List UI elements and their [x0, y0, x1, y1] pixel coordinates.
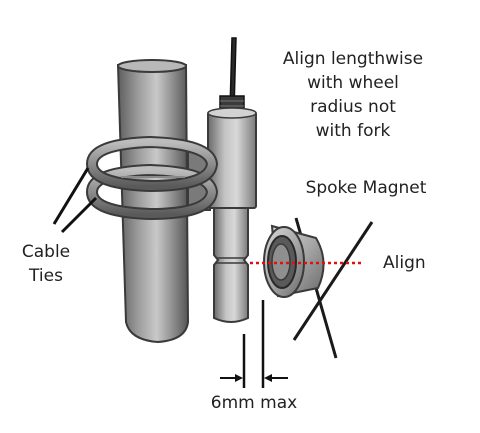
- align-note-line-4: with fork: [316, 121, 391, 141]
- cable-ties-label-line-1: Cable: [22, 242, 70, 262]
- cable-ties-pointers: [52, 167, 98, 234]
- gap-dimension: [220, 300, 288, 388]
- align-label: Align: [383, 253, 426, 273]
- fork-tube: [116, 59, 190, 344]
- align-note-line-1: Align lengthwise: [283, 49, 423, 69]
- spoke-magnet: [263, 224, 325, 298]
- spoke-line-2: [292, 221, 374, 341]
- align-note-line-3: radius not: [310, 97, 396, 117]
- gap-label: 6mm max: [211, 393, 297, 413]
- spoke-magnet-label: Spoke Magnet: [306, 178, 427, 198]
- cable-ties: [85, 135, 219, 221]
- sensor-shaft: [213, 207, 249, 323]
- align-note-line-2: with wheel: [307, 73, 399, 93]
- cable-ties-label-line-2: Ties: [28, 266, 63, 286]
